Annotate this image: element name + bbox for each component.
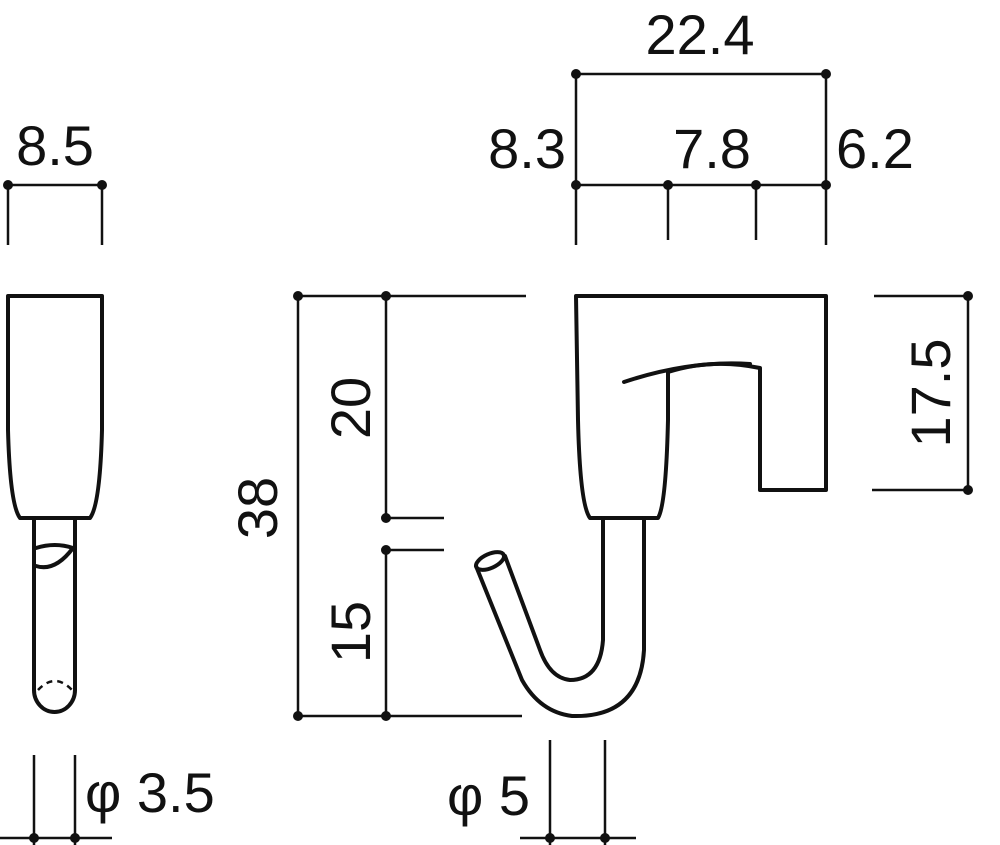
side-rod-diameter-label: φ 3.5 <box>85 761 215 824</box>
front-view-hook-tip <box>474 550 506 572</box>
side-view: 8.5 φ 3.5 <box>0 114 215 845</box>
front-view-hook-rod <box>503 516 605 682</box>
dim-dot <box>963 485 973 495</box>
dim-dot <box>381 291 391 301</box>
left-segment-label: 8.3 <box>488 117 566 180</box>
dim-dot <box>29 833 39 843</box>
hook-rod-diameter-label: φ 5 <box>447 764 530 827</box>
lower-height-label: 15 <box>319 601 382 663</box>
front-view: 22.4 8.3 7.8 6.2 38 20 15 <box>226 3 973 845</box>
dim-dot <box>293 711 303 721</box>
overall-height-label: 38 <box>226 477 289 539</box>
dim-dot <box>381 711 391 721</box>
middle-segment-label: 7.8 <box>673 117 751 180</box>
dim-dot <box>963 291 973 301</box>
dim-dot <box>97 180 107 190</box>
right-segment-label: 6.2 <box>836 117 914 180</box>
side-view-rod-hidden-end <box>37 679 73 691</box>
dim-dot <box>751 180 761 190</box>
side-view-head <box>6 294 104 520</box>
dim-dot <box>663 180 673 190</box>
dim-dot <box>571 180 581 190</box>
total-width-label: 22.4 <box>646 3 755 66</box>
front-view-slot-edge <box>622 361 752 384</box>
dim-dot <box>3 180 13 190</box>
dim-dot <box>293 291 303 301</box>
front-view-block <box>574 294 828 520</box>
side-width-label: 8.5 <box>16 114 94 177</box>
upper-height-label: 20 <box>319 377 382 439</box>
dim-dot <box>600 833 610 843</box>
block-height-label: 17.5 <box>899 339 962 448</box>
side-view-rod-tip <box>32 688 77 714</box>
side-view-rod-band <box>34 543 75 570</box>
dim-dot <box>821 180 831 190</box>
dim-dot <box>545 833 555 843</box>
front-view-hook-rod-outer <box>474 516 646 719</box>
dim-dot <box>70 833 80 843</box>
